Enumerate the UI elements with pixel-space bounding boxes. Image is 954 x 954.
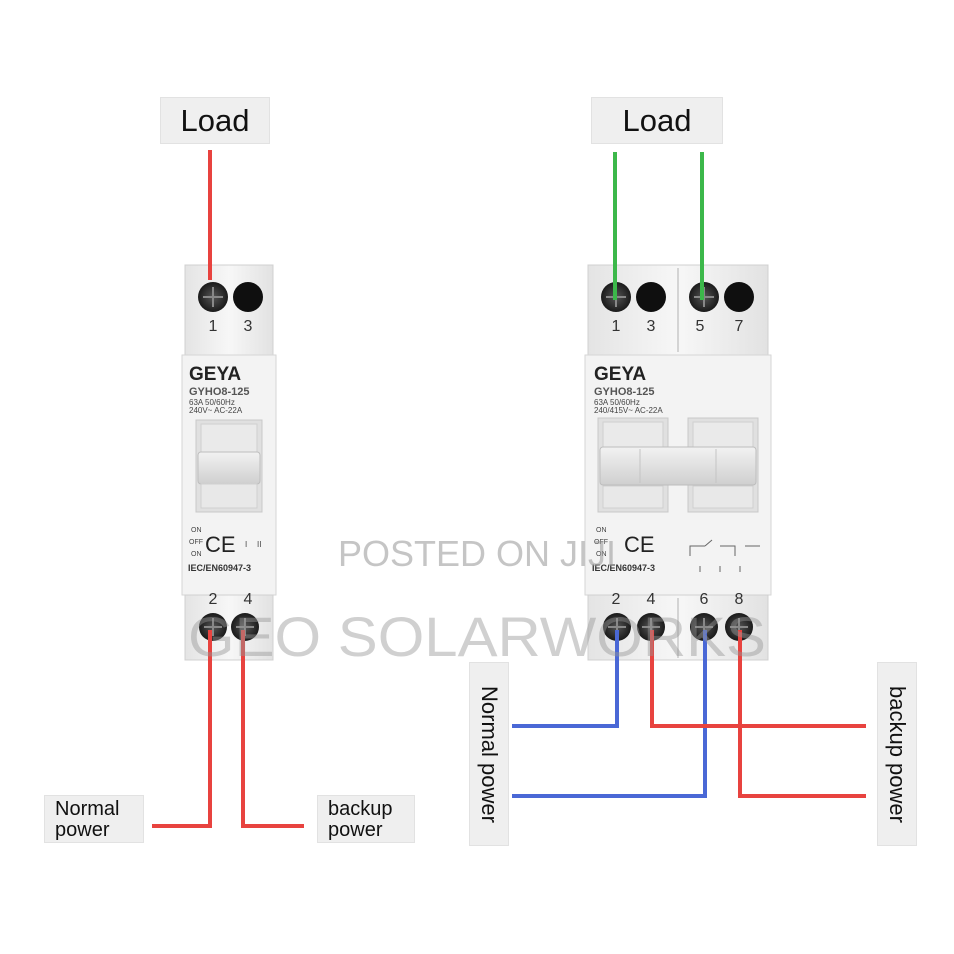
right-backup-power-label: backup power — [877, 662, 917, 846]
left-terminal-1-label: 1 — [209, 318, 218, 335]
right-lever-handle[interactable] — [599, 446, 757, 486]
left-wires — [152, 150, 304, 828]
left-model: GYHO8-125 — [189, 386, 250, 398]
right-terminal-6-label: 6 — [700, 591, 709, 608]
right-terminal-2-label: 2 — [612, 591, 621, 608]
right-contact-schematic-icon — [689, 539, 760, 572]
left-normal-power-label: Normal power — [44, 795, 144, 843]
left-terminal-2-label: 2 — [209, 591, 218, 608]
right-rating-2: 240/415V~ AC-22A — [594, 406, 663, 415]
right-terminal-5-label: 5 — [696, 318, 705, 335]
right-terminal-8-label: 8 — [735, 591, 744, 608]
right-load-label: Load — [591, 97, 723, 144]
watermark-line-1: POSTED ON JIJI — [338, 533, 616, 574]
svg-text:ON: ON — [596, 527, 607, 534]
right-switch-legend: ON OFF ON — [594, 527, 608, 558]
left-standard: IEC/EN60947-3 — [188, 563, 251, 573]
left-normal-power-line2: power — [55, 819, 110, 841]
right-terminal-7-label: 7 — [735, 318, 744, 335]
svg-text:ON: ON — [191, 527, 202, 534]
right-backup-wire-b — [738, 630, 866, 798]
left-ce-mark: CE — [205, 532, 236, 557]
right-screw-7-icon[interactable] — [724, 282, 754, 312]
svg-text:OFF: OFF — [189, 539, 203, 546]
left-backup-power-label: backup power — [317, 795, 415, 843]
svg-text:OFF: OFF — [594, 539, 608, 546]
svg-text:I: I — [245, 540, 247, 549]
left-switch-legend: ON OFF ON I II — [189, 527, 261, 558]
right-standard: IEC/EN60947-3 — [592, 563, 655, 573]
left-terminal-4-label: 4 — [244, 591, 253, 608]
left-screw-3-icon[interactable] — [233, 282, 263, 312]
svg-text:II: II — [257, 540, 261, 549]
right-ce-mark: CE — [624, 532, 655, 557]
left-normal-power-line1: Normal — [55, 798, 120, 820]
left-normal-wire — [152, 630, 212, 828]
right-brand: GEYA — [594, 364, 646, 385]
right-model: GYHO8-125 — [594, 386, 655, 398]
right-terminal-4-label: 4 — [647, 591, 656, 608]
left-lever-handle[interactable] — [197, 451, 261, 485]
right-normal-wire-b — [512, 630, 707, 798]
left-backup-wire — [241, 630, 304, 828]
left-load-label: Load — [160, 97, 270, 144]
left-rating-2: 240V~ AC-22A — [189, 406, 243, 415]
right-backup-wire-a — [650, 630, 866, 728]
left-backup-power-line1: backup — [328, 798, 393, 820]
watermark-line-2: GEO SOLARWORKS — [188, 605, 766, 668]
right-screw-3-icon[interactable] — [636, 282, 666, 312]
right-wires — [512, 152, 866, 798]
right-normal-power-label: Normal power — [469, 662, 509, 846]
right-rating-1: 63A 50/60Hz — [594, 398, 640, 407]
right-switch: 1 3 5 7 GEYA GYHO8-125 63A 50/60Hz 240/4… — [584, 264, 772, 661]
left-rating-1: 63A 50/60Hz — [189, 398, 235, 407]
left-brand: GEYA — [189, 364, 241, 385]
right-terminal-1-label: 1 — [612, 318, 621, 335]
right-terminal-3-label: 3 — [647, 318, 656, 335]
left-top-terminal-block — [184, 264, 274, 356]
svg-text:ON: ON — [596, 551, 607, 558]
right-normal-wire-a — [512, 630, 619, 728]
left-terminal-3-label: 3 — [244, 318, 253, 335]
left-backup-power-line2: power — [328, 819, 383, 841]
left-switch: 1 3 GEYA GYHO8-125 63A 50/60Hz 240V~ AC-… — [181, 264, 277, 661]
svg-text:ON: ON — [191, 551, 202, 558]
